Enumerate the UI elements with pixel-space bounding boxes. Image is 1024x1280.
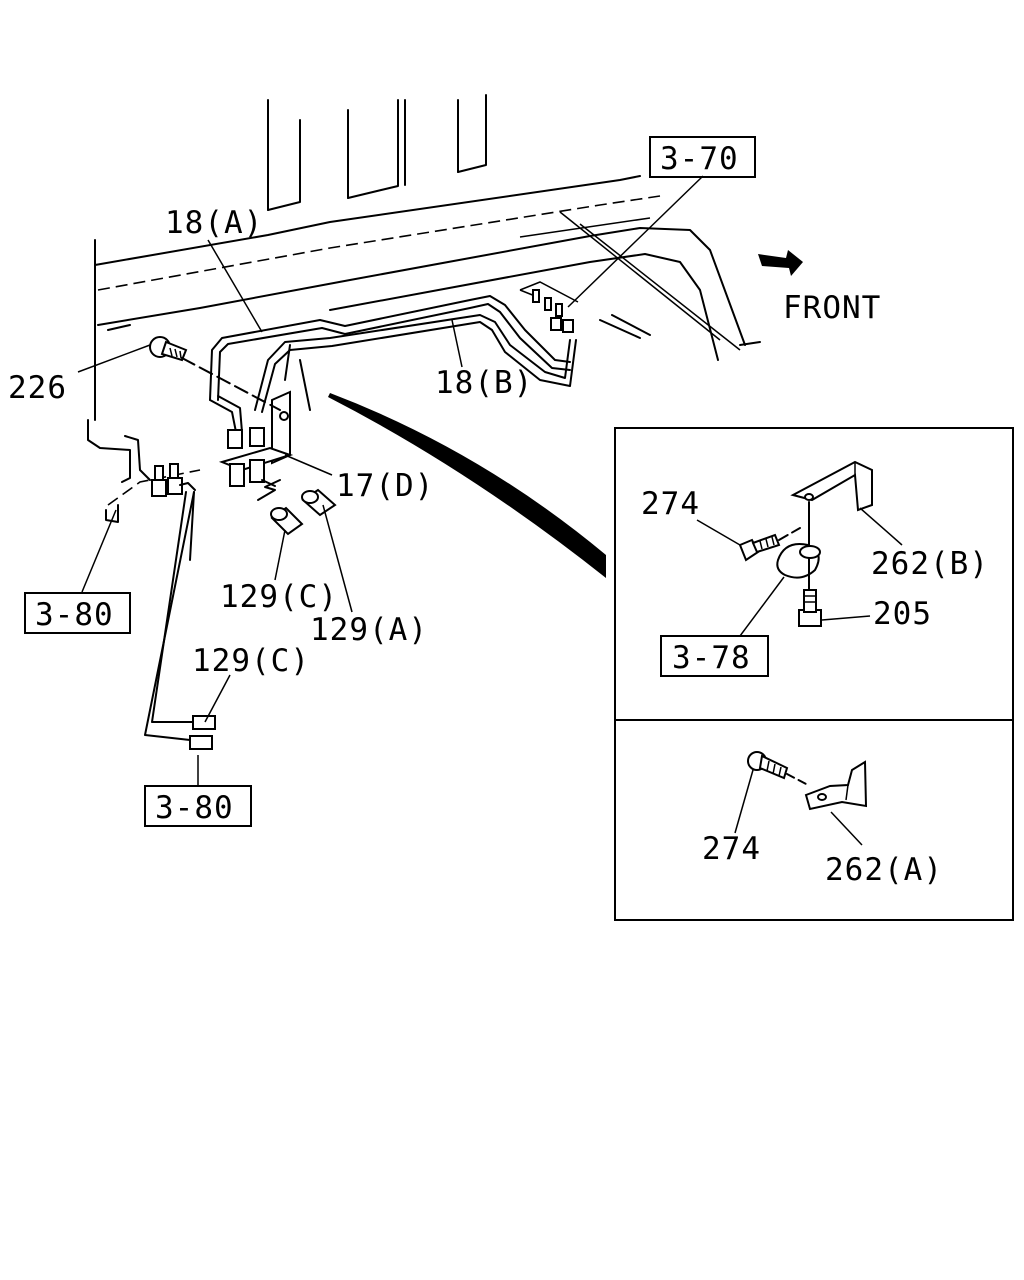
ref-box-3-80-lower	[144, 785, 252, 827]
fitting-129c-upper	[270, 506, 304, 536]
lower-brake-pipe	[144, 491, 195, 741]
ref-3-80-lower: 3-80	[155, 790, 234, 826]
fitting-129a	[301, 488, 337, 517]
ref-3-80-upper: 3-80	[35, 597, 114, 633]
label-18b: 18(B)	[435, 365, 533, 401]
label-274-lower: 274	[702, 831, 761, 867]
label-262a: 262(A)	[825, 852, 943, 888]
bolt-274-upper	[738, 527, 801, 562]
leader-lines-detail-upper	[696, 507, 903, 637]
leader-lines	[77, 175, 704, 785]
rear-connector	[519, 281, 579, 333]
fitting-129c-lower	[189, 715, 216, 750]
ref-3-70: 3-70	[660, 141, 739, 177]
label-205: 205	[873, 596, 932, 632]
clip-3-78	[776, 501, 821, 591]
bolt-274-lower	[747, 751, 809, 786]
brake-pipe-18b	[254, 314, 577, 413]
ref-box-3-70	[649, 136, 756, 178]
label-274-upper: 274	[641, 486, 700, 522]
front-label: FRONT	[783, 290, 881, 326]
bolt-226	[149, 336, 281, 411]
bolt-205	[798, 589, 822, 627]
connector-block-17d	[218, 390, 294, 501]
ref-3-78: 3-78	[672, 640, 751, 676]
label-129a: 129(A)	[310, 612, 428, 648]
label-129c-upper: 129(C)	[220, 579, 338, 615]
brake-pipe-18a	[209, 295, 571, 433]
detail-pointer	[328, 393, 606, 578]
label-262b: 262(B)	[871, 546, 989, 582]
ref-box-3-78	[660, 635, 769, 677]
label-18a: 18(A)	[165, 205, 263, 241]
label-129c-lower: 129(C)	[192, 643, 310, 679]
leader-lines-detail-lower	[734, 769, 863, 846]
label-17d: 17(D)	[336, 468, 434, 504]
detail-panel	[614, 427, 1014, 921]
bracket-262a	[804, 760, 868, 811]
bracket-262b	[790, 460, 873, 512]
left-connector	[151, 463, 196, 497]
ref-box-3-80-upper	[24, 592, 131, 634]
label-226: 226	[8, 370, 67, 406]
front-arrow-icon	[758, 250, 803, 276]
